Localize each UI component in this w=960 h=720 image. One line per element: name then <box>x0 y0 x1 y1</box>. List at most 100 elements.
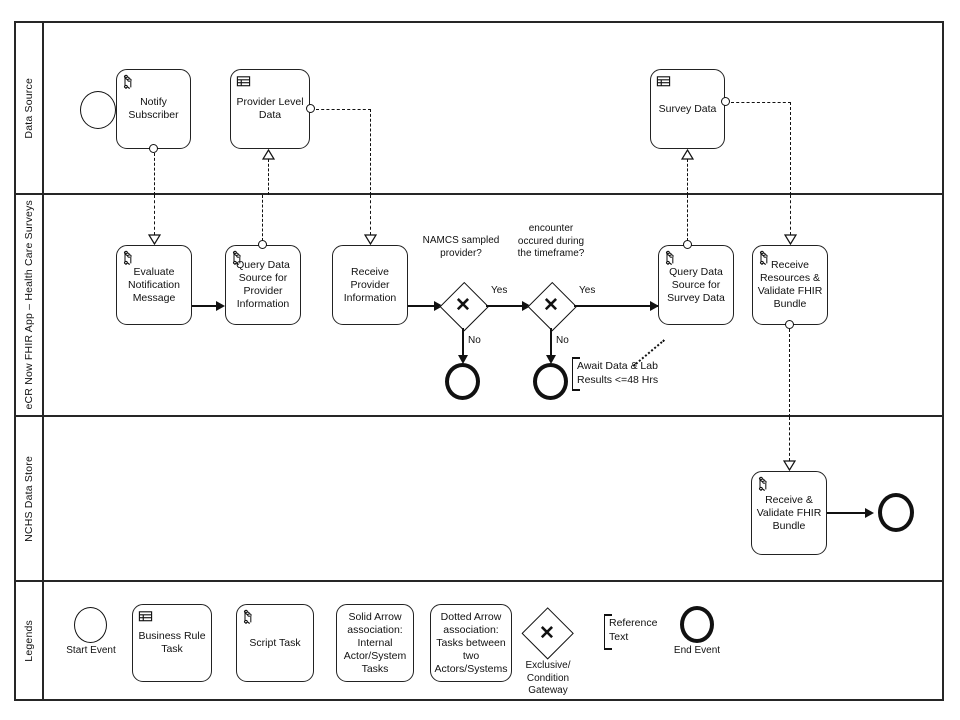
flow-nchs-task-to-end <box>827 512 871 514</box>
flow-gateway1-no <box>462 328 464 362</box>
message-flow-receive-resources-down <box>789 329 790 417</box>
lane-label-nchs: NCHS Data Store <box>23 455 35 542</box>
message-flow-survey-data-v <box>790 101 791 195</box>
script-task-icon <box>758 250 773 267</box>
legend-label-script-task: Script Task <box>249 636 301 649</box>
legend-script-task: Script Task <box>236 604 314 682</box>
legend-gateway-icon: ✕ <box>521 607 575 661</box>
message-flow-query-provider-up <box>262 195 263 241</box>
arrowhead-gateway2-yes <box>650 300 659 311</box>
script-task-icon <box>122 250 137 267</box>
message-flow-into-survey-data-v <box>687 159 688 195</box>
message-flow-notify-in <box>154 195 155 235</box>
gateway-x-symbol: ✕ <box>543 294 559 316</box>
lane-label-legends: Legends <box>23 619 35 662</box>
arrowhead-evaluate-to-query <box>216 300 225 311</box>
start-event[interactable] <box>80 91 116 129</box>
legend-end-event-icon <box>680 606 714 643</box>
script-task-icon <box>664 250 679 267</box>
business-rule-task-icon <box>236 74 251 89</box>
message-connector-notify-subscriber <box>149 144 158 153</box>
message-flow-provider-data-h <box>316 108 371 110</box>
message-flow-into-receive-provider <box>370 195 371 235</box>
gateway-x-symbol: ✕ <box>539 622 555 644</box>
lane-header-nchs: NCHS Data Store <box>16 417 44 580</box>
message-flow-query-survey-up <box>687 195 688 241</box>
message-arrowhead-into-receive-resources <box>784 234 797 245</box>
legend-start-event-icon <box>74 607 107 643</box>
script-task-icon <box>231 250 246 267</box>
flow-gateway2-yes <box>574 305 658 307</box>
flow-gateway2-no <box>550 328 552 362</box>
message-connector-survey-data <box>721 97 730 106</box>
arrowhead-nchs-to-end <box>865 507 874 518</box>
task-label-survey-data: Survey Data <box>658 102 717 115</box>
flow-label-gateway1-no: No <box>468 335 481 346</box>
lane-header-ecr-now: eCR Now FHIR App – Health Care Surveys <box>16 195 44 415</box>
flow-label-gateway2-no: No <box>556 335 569 346</box>
flow-receive-to-gateway1 <box>408 305 440 307</box>
end-event-encounter-no[interactable] <box>533 363 568 400</box>
message-flow-notify-down <box>154 153 155 195</box>
message-arrowhead-into-receive-provider <box>364 234 377 245</box>
message-flow-provider-data-v <box>370 108 371 195</box>
end-event-namcs-no[interactable] <box>445 363 480 400</box>
lane-label-data-source: Data Source <box>23 77 35 139</box>
message-arrowhead-into-nchs-task <box>783 460 796 471</box>
gateway-namcs-sampled-provider[interactable]: ✕ <box>439 281 489 331</box>
script-task-icon <box>122 74 137 91</box>
lane-header-data-source: Data Source <box>16 23 44 193</box>
lane-label-ecr-now: eCR Now FHIR App – Health Care Surveys <box>23 200 35 410</box>
arrowhead-gateway2-no <box>546 355 556 364</box>
legend-caption-start-event: Start Event <box>66 645 116 656</box>
flow-gateway1-yes <box>486 305 528 307</box>
task-survey-data[interactable]: Survey Data <box>650 69 725 149</box>
message-connector-receive-resources <box>785 320 794 329</box>
business-rule-task-icon <box>138 609 153 624</box>
message-connector-query-survey <box>683 240 692 249</box>
gateway-encounter-timeframe[interactable]: ✕ <box>527 281 577 331</box>
gateway-x-symbol: ✕ <box>455 294 471 316</box>
flow-label-gateway2-yes: Yes <box>579 285 596 296</box>
arrowhead-gateway1-yes <box>522 300 531 311</box>
arrowhead-gateway1-no <box>458 355 468 364</box>
flow-evaluate-to-query-provider <box>192 305 222 307</box>
message-connector-query-provider <box>258 240 267 249</box>
end-event-nchs[interactable] <box>878 493 914 532</box>
arrowhead-receive-to-gateway1 <box>434 300 443 311</box>
script-task-icon <box>242 609 257 626</box>
business-rule-task-icon <box>656 74 671 89</box>
message-connector-provider-level-data <box>306 104 315 113</box>
legend-caption-end-event: End Event <box>673 645 721 656</box>
lane-ecr-now-fhir-app: eCR Now FHIR App – Health Care Surveys E… <box>16 195 942 417</box>
